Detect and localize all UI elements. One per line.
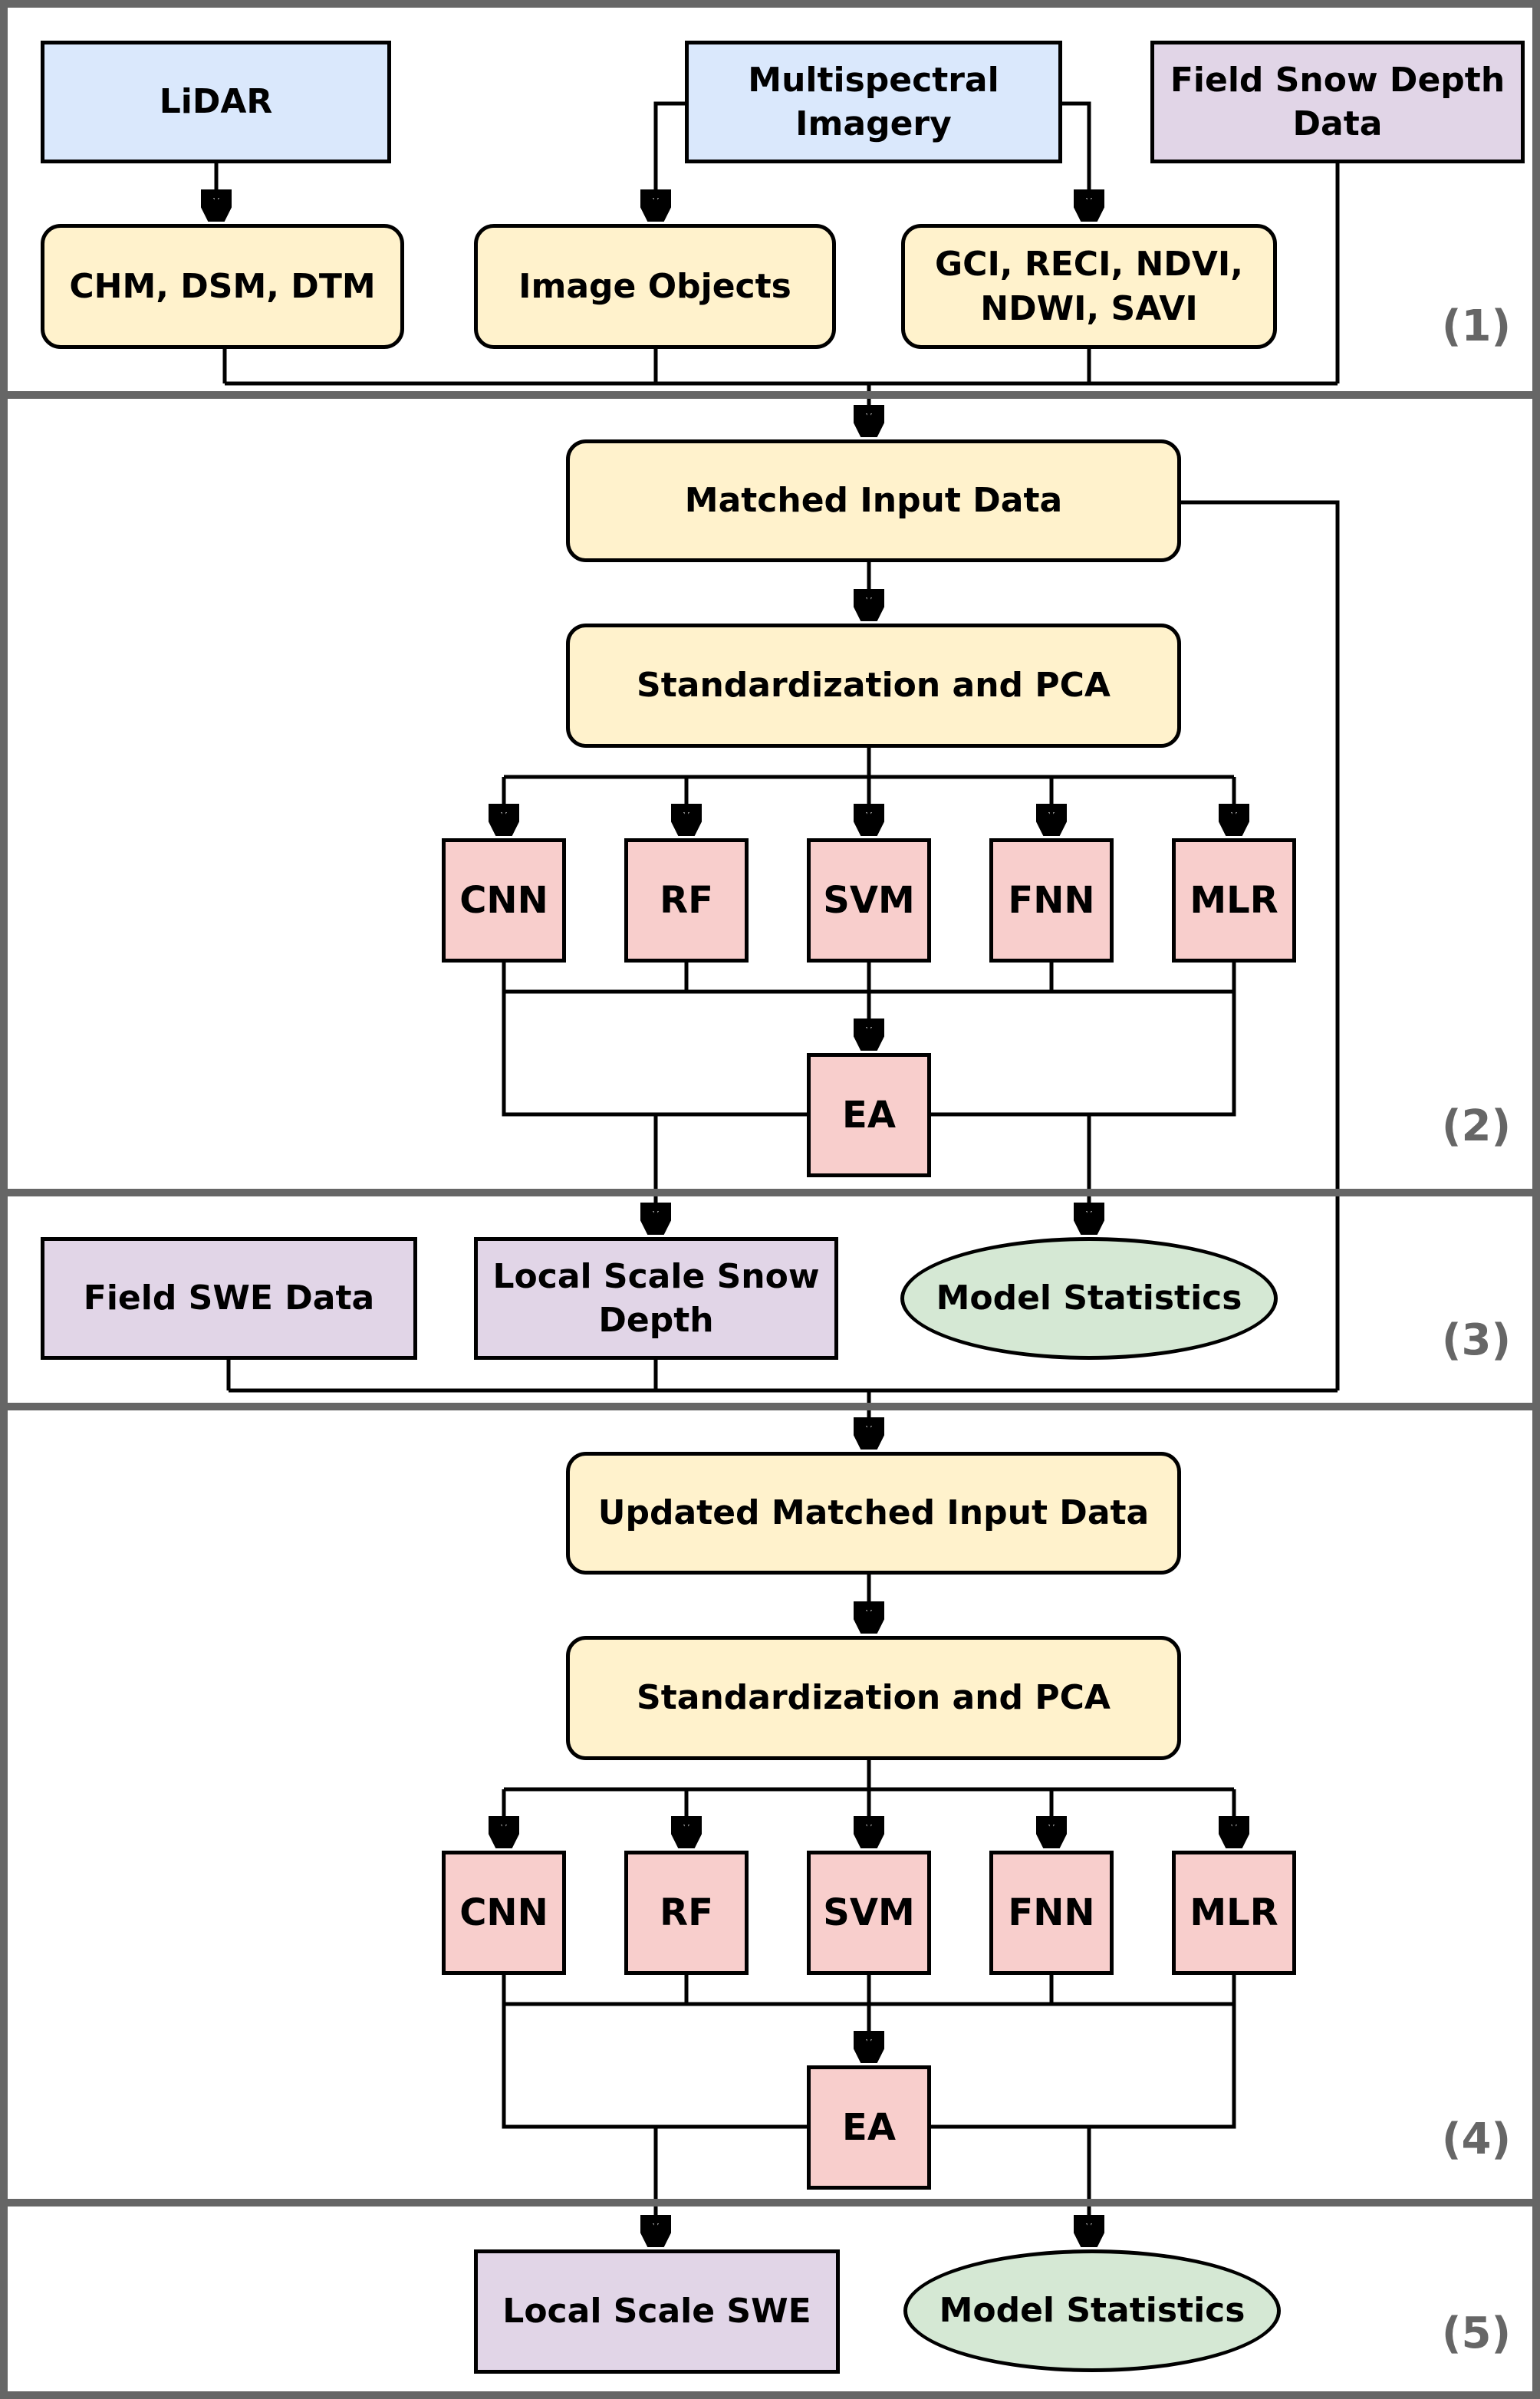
node-fnn-2: FNN <box>989 1851 1114 1975</box>
node-standardization-pca-1: Standardization and PCA <box>566 624 1181 748</box>
node-mlr-2: MLR <box>1172 1851 1296 1975</box>
node-rf-1: RF <box>624 838 749 963</box>
section-label-1: (1) <box>1441 301 1512 351</box>
divider-2-3 <box>8 1189 1532 1196</box>
node-local-scale-swe: Local Scale SWE <box>474 2249 840 2374</box>
node-mlr-1: MLR <box>1172 838 1296 963</box>
section-label-3: (3) <box>1441 1315 1512 1365</box>
node-svm-1: SVM <box>807 838 931 963</box>
node-cnn-2: CNN <box>442 1851 566 1975</box>
divider-3-4 <box>8 1403 1532 1410</box>
node-standardization-pca-2: Standardization and PCA <box>566 1636 1181 1760</box>
node-fnn-1: FNN <box>989 838 1114 963</box>
connector-lines <box>8 101 1340 2399</box>
section3-wires <box>226 1360 1338 1443</box>
node-field-snow-depth-data: Field Snow Depth Data <box>1150 41 1525 163</box>
node-model-statistics-1: Model Statistics <box>900 1237 1278 1360</box>
node-ea-1: EA <box>807 1053 931 1177</box>
node-field-swe-data: Field SWE Data <box>41 1237 417 1360</box>
section-label-5: (5) <box>1441 2309 1512 2358</box>
node-updated-matched-input-data: Updated Matched Input Data <box>566 1452 1181 1575</box>
node-multispectral-imagery: Multispectral Imagery <box>685 41 1062 163</box>
node-ea-2: EA <box>807 2065 931 2190</box>
section-label-4: (4) <box>1441 2114 1512 2164</box>
node-cnn-1: CNN <box>442 838 566 963</box>
divider-4-5 <box>8 2199 1532 2206</box>
divider-1-2 <box>8 391 1532 399</box>
node-matched-input-data: Matched Input Data <box>566 439 1181 562</box>
node-lidar: LiDAR <box>41 41 391 163</box>
node-chm-dsm-dtm: CHM, DSM, DTM <box>41 224 404 349</box>
node-local-scale-snow-depth: Local Scale Snow Depth <box>474 1237 838 1360</box>
node-image-objects: Image Objects <box>474 224 836 349</box>
section-label-2: (2) <box>1441 1101 1512 1151</box>
node-svm-2: SVM <box>807 1851 931 1975</box>
node-rf-2: RF <box>624 1851 749 1975</box>
node-model-statistics-2: Model Statistics <box>903 2249 1281 2372</box>
node-spectral-indices: GCI, RECI, NDVI, NDWI, SAVI <box>901 224 1277 349</box>
